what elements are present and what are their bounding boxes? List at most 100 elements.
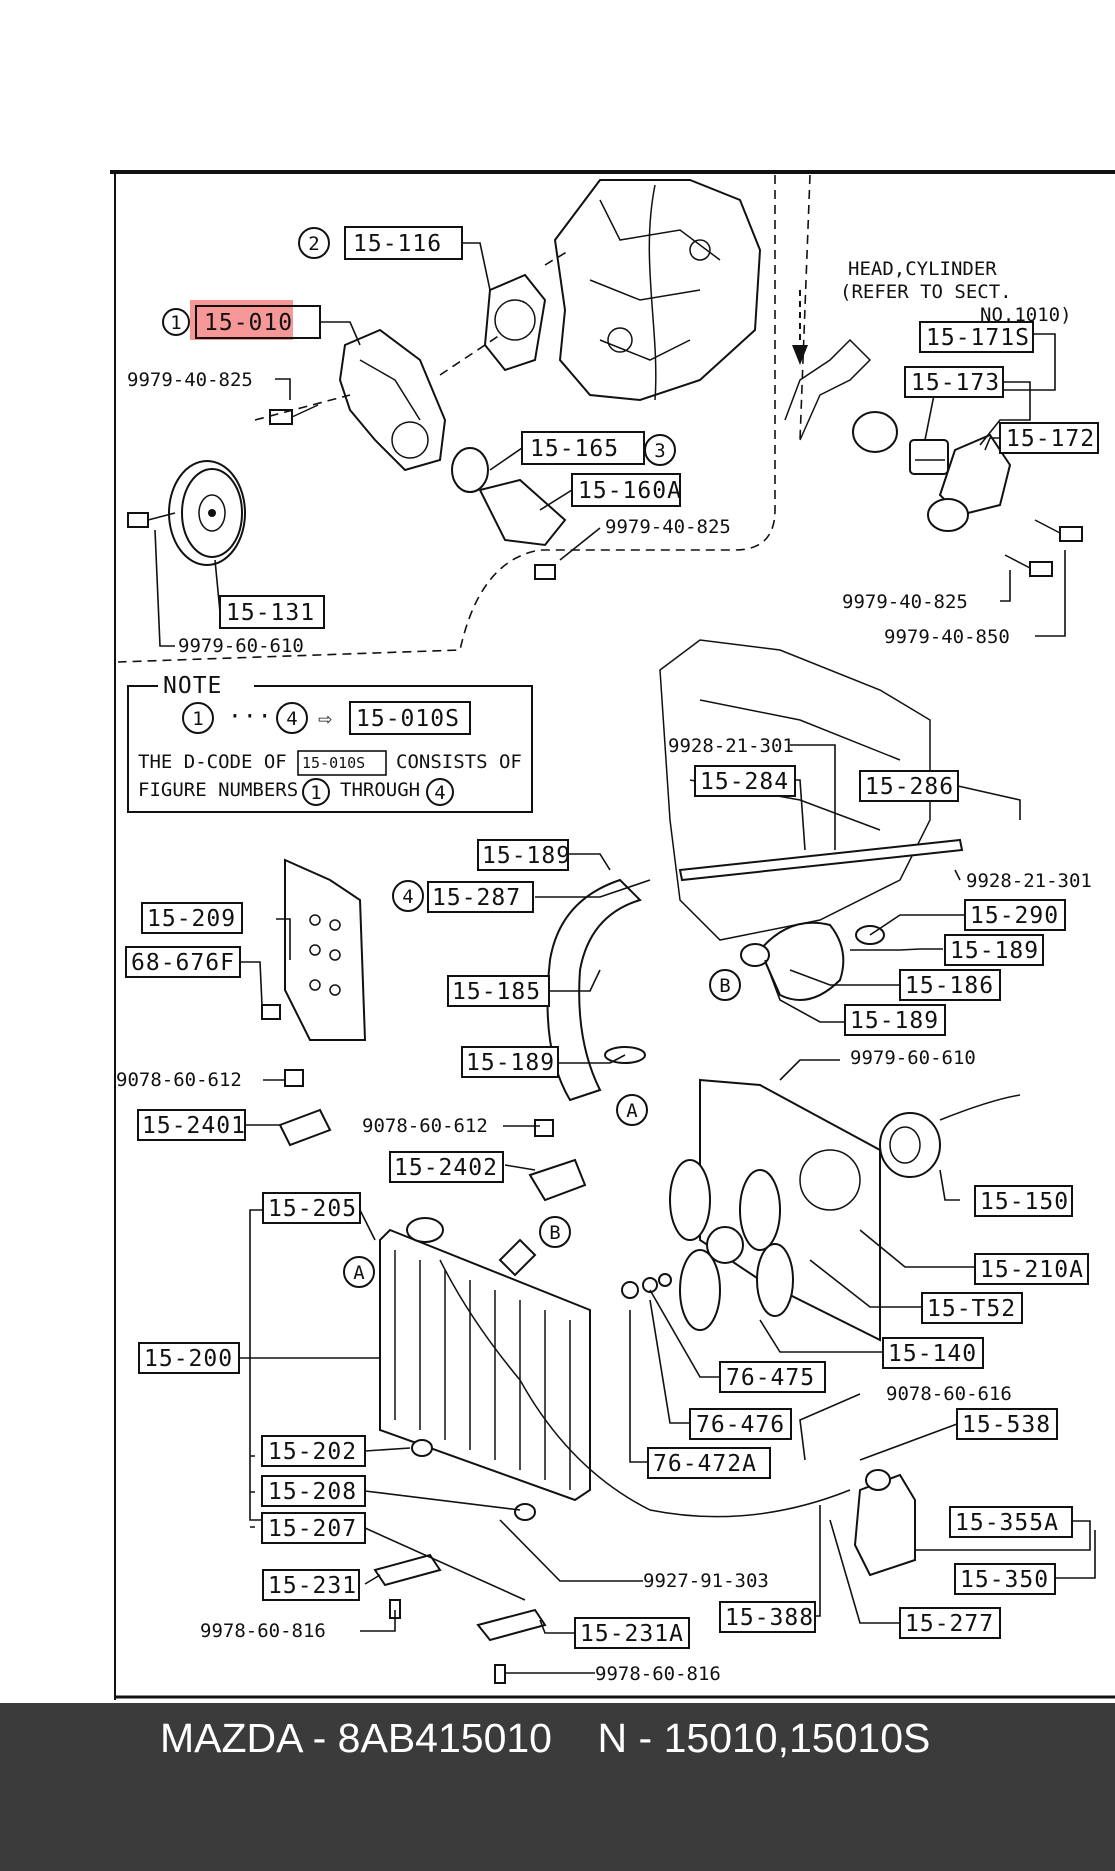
part-label-9979-40-825-c: 9979-40-825 [842,591,968,613]
cylinder-head-outline [784,338,872,441]
part-label-15-189-d: 15-189 [461,1046,559,1078]
svg-text:15-189: 15-189 [466,1050,555,1076]
svg-text:15-355A: 15-355A [955,1510,1059,1536]
part-label-15-208: 15-208 [261,1475,366,1507]
svg-text:15-290: 15-290 [970,903,1059,929]
svg-text:15-185: 15-185 [452,979,541,1005]
part-label-15-2402: 15-2402 [389,1151,504,1183]
radiator-brackets-drawing [278,1069,587,1202]
part-label-15-140: 15-140 [882,1337,984,1369]
svg-text:15-231A: 15-231A [580,1621,684,1647]
part-label-9078-60-612-b: 9078-60-612 [362,1115,488,1137]
note-range-from: 1 [192,708,203,730]
part-label-15-010: 15-010 [195,305,321,339]
svg-text:15-150: 15-150 [980,1189,1069,1215]
part-label-15-200: 15-200 [138,1342,240,1374]
svg-text:15-131: 15-131 [226,600,315,626]
engine-block-drawing [553,179,762,402]
note-line1-pre: THE D-CODE OF [138,751,287,773]
note-range-to-circle [276,702,308,734]
svg-text:15-165: 15-165 [530,436,619,462]
svg-text:4: 4 [402,886,413,908]
head-ref-line3: NO.1010) [980,304,1072,326]
reserve-tank-drawing [853,1469,916,1577]
pulley-drawing [127,460,246,566]
svg-text:15-2402: 15-2402 [394,1155,498,1181]
part-label-15-165: 15-165 [521,431,645,465]
part-label-15-207: 15-207 [261,1512,366,1544]
part-label-9979-60-610-a: 9979-60-610 [178,635,304,657]
note-title: NOTE [163,673,222,699]
svg-text:15-116: 15-116 [353,231,442,257]
svg-text:15-350: 15-350 [960,1567,1049,1593]
part-label-9927-91-303: 9927-91-303 [643,1570,769,1592]
parts-diagram: 1 2 3 4 A B A B NOTE 1 ··· 4 ⇨ 15-010S T… [110,170,1115,1700]
part-label-15-150: 15-150 [974,1185,1073,1217]
fan-motor-drawing [879,1094,1021,1178]
note-code: 15-010S [356,706,460,732]
part-label-15-131: 15-131 [219,595,325,629]
svg-text:15-172: 15-172 [1006,426,1095,452]
svg-text:15-171S: 15-171S [926,325,1030,351]
note-line2-b: 4 [434,782,445,804]
thermostat-drawing [909,439,949,475]
ref-arrowhead [792,345,808,365]
fan-fasteners-drawing [621,1273,672,1299]
part-label-15-189-b: 15-189 [944,934,1044,966]
note-ellipsis: ··· [228,704,273,730]
part-label-15-388: 15-388 [719,1601,816,1633]
callout-1: 1 [162,308,190,336]
part-label-15-350: 15-350 [954,1563,1056,1595]
region-boundary-thermostat [799,174,811,441]
part-label-9078-60-612-a: 9078-60-612 [116,1069,242,1091]
svg-text:15-538: 15-538 [962,1412,1051,1438]
svg-text:15-207: 15-207 [268,1516,357,1542]
note-arrow-icon: ⇨ [318,706,333,732]
overflow-hose-drawing [439,1259,851,1518]
svg-text:15-210A: 15-210A [980,1257,1084,1283]
svg-text:15-189: 15-189 [482,843,571,869]
note-line1-code: 15-010S [302,754,365,772]
part-label-15-189-c: 15-189 [844,1004,946,1036]
note-line2-mid: THROUGH [340,779,420,801]
callout-4: 4 [392,880,424,912]
footer-caption: MAZDA - 8AB415010 N - 15010,15010S [160,1715,931,1761]
part-label-15-287: 15-287 [427,881,534,913]
part-label-76-472A: 76-472A [647,1447,771,1479]
svg-text:2: 2 [308,233,319,255]
footer-bar [0,1703,1115,1871]
svg-text:76-475: 76-475 [726,1365,815,1391]
svg-text:15-388: 15-388 [725,1605,814,1631]
svg-text:15-173: 15-173 [911,370,1000,396]
svg-text:3: 3 [654,440,665,462]
svg-text:15-200: 15-200 [144,1346,233,1372]
part-label-15-277: 15-277 [899,1607,1001,1639]
hose-clamp-b [740,943,770,967]
note-line2-a: 1 [310,782,321,804]
svg-text:15-277: 15-277 [905,1611,994,1637]
assembly-guide-upper [254,249,571,421]
note-line1-post: CONSISTS OF [396,751,522,773]
svg-text:15-189: 15-189 [850,1008,939,1034]
svg-text:1: 1 [170,312,181,334]
svg-text:68-676F: 68-676F [131,950,235,976]
svg-text:15-284: 15-284 [700,769,789,795]
part-label-15-173: 15-173 [904,366,1004,398]
part-label-15-189-a: 15-189 [477,839,571,871]
svg-text:15-286: 15-286 [865,774,954,800]
callout-A-upper: A [616,1094,648,1126]
fan-drawing [669,1159,794,1331]
part-label-76-476: 76-476 [689,1408,792,1440]
part-label-15-210A: 15-210A [974,1253,1089,1285]
part-label-9928-21-301-b: 9928-21-301 [966,870,1092,892]
svg-text:15-140: 15-140 [888,1341,977,1367]
part-label-9979-40-825-b: 9979-40-825 [605,516,731,538]
svg-text:15-209: 15-209 [147,906,236,932]
svg-text:A: A [626,1100,638,1122]
svg-text:15-189: 15-189 [950,938,1039,964]
svg-text:15-160A: 15-160A [578,478,682,504]
radiator-upper-hose-drawing [546,878,642,1102]
callout-2: 2 [298,227,330,259]
part-label-15-171S: 15-171S [919,321,1034,353]
radiator-drawing [379,1217,591,1502]
